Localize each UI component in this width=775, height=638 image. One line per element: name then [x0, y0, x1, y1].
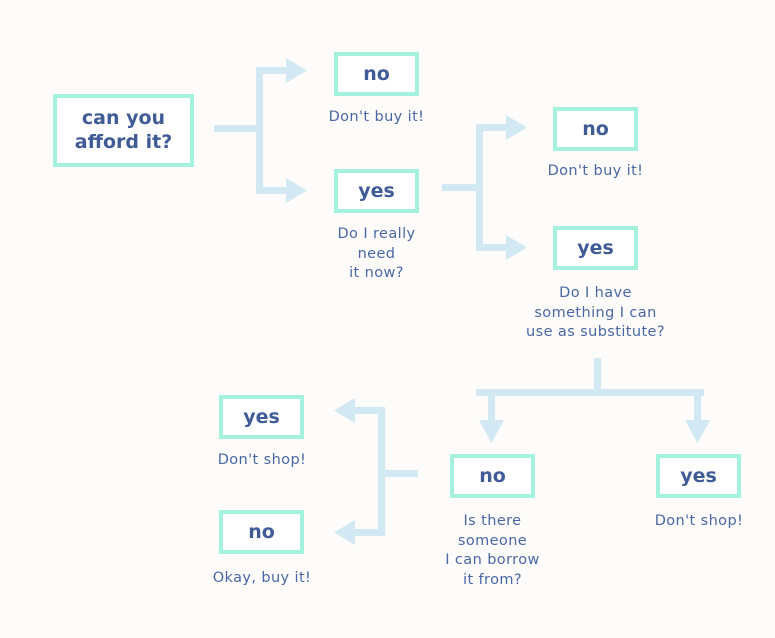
step2-yes-label: yes: [577, 236, 614, 259]
step1-yes-box: yes: [334, 169, 419, 213]
start-question-box: can you afford it?: [53, 94, 194, 167]
step2-no-label: no: [582, 117, 609, 140]
step4-no-label: no: [248, 520, 275, 543]
step1-no-caption: Don't buy it!: [328, 109, 425, 125]
branch-connector-2: [442, 115, 527, 260]
step4-yes-box: yes: [219, 395, 304, 439]
step3-no-label: no: [479, 464, 506, 487]
step4-yes-label: yes: [243, 405, 280, 428]
step1-yes-caption: Do I really need it now?: [337, 226, 416, 281]
branch-connector-1: [214, 58, 307, 203]
step2-yes-box: yes: [553, 226, 638, 270]
step4-no-box: no: [219, 510, 304, 554]
start-question-line-1: can you: [81, 107, 166, 130]
start-question-line-2: afford it?: [74, 130, 173, 153]
step1-no-label: no: [363, 62, 390, 85]
step4-yes-caption: Don't shop!: [217, 452, 307, 468]
step3-no-box: no: [450, 454, 535, 498]
branch-connector-3: [476, 358, 710, 443]
step2-yes-caption: Do I have something I can use as substit…: [526, 285, 665, 340]
step3-no-caption: Is there someone I can borrow it from?: [445, 513, 540, 588]
step4-no-caption: Okay, buy it!: [212, 570, 312, 586]
step1-no-box: no: [334, 52, 419, 96]
step2-no-caption: Don't buy it!: [547, 163, 644, 179]
step3-yes-label: yes: [680, 464, 717, 487]
step2-no-box: no: [553, 107, 638, 151]
step3-yes-caption: Don't shop!: [654, 513, 744, 529]
branch-connector-4: [334, 398, 418, 545]
step1-yes-label: yes: [358, 179, 395, 202]
step3-yes-box: yes: [656, 454, 741, 498]
